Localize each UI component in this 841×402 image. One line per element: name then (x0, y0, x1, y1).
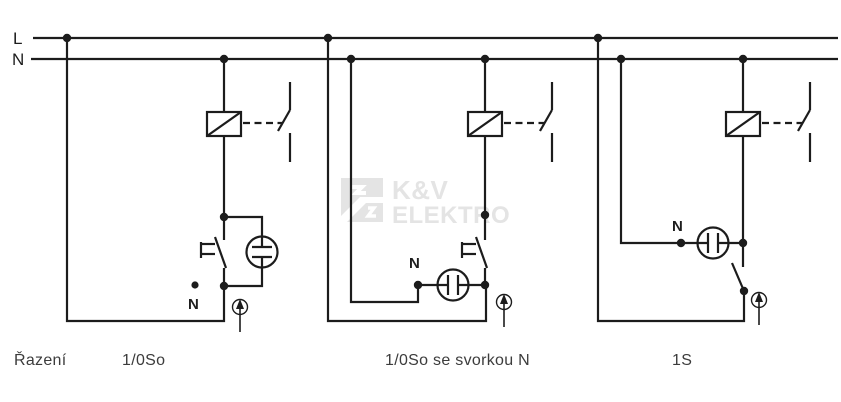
circuit2-code-label: 1/0So se svorkou N (385, 352, 531, 369)
circuit1-code-label: 1/0So (122, 352, 166, 369)
glow-lamp-icon (681, 226, 743, 260)
output-arrow-icon (231, 298, 249, 332)
glow-lamp-icon (224, 215, 279, 288)
relay-coil-icon (466, 110, 504, 138)
watermark-line2: ELEKTRO (392, 202, 511, 229)
watermark-text: K&V ELEKTRO (392, 177, 510, 228)
circuit3-code-label: 1S (672, 352, 693, 369)
live-return-wire (596, 38, 746, 323)
unconnected-neutral-terminal-dot (191, 281, 199, 289)
live-return-wire (326, 38, 488, 323)
glow-lamp-icon (418, 268, 485, 302)
neutral-bus-label: N (12, 50, 25, 69)
output-arrow-icon (495, 293, 513, 327)
circuit3-neutral-terminal-label: N (672, 218, 683, 235)
junction-dots (219, 212, 229, 291)
relay-coil-icon (724, 110, 762, 138)
circuit-2-1-0so-se-svorkou-n (326, 38, 554, 327)
junction-dots (413, 210, 490, 290)
neutral-terminal-wire (619, 59, 681, 245)
circuit2-neutral-terminal-label: N (409, 255, 420, 272)
circuit1-neutral-terminal-label: N (188, 296, 199, 313)
output-arrow-icon (750, 291, 768, 325)
switch-contact-icon (730, 243, 746, 292)
neutral-terminal-wire (349, 59, 420, 304)
watermark: K&V ELEKTRO (338, 177, 510, 228)
live-return-wire (65, 38, 226, 323)
supply-buses (31, 33, 838, 64)
push-button-icon (199, 217, 228, 286)
auxiliary-contact-icon (762, 82, 812, 162)
auxiliary-contact-icon (504, 82, 554, 162)
relay-coil-icon (205, 110, 243, 138)
footer-caption: Řazení (14, 352, 67, 369)
circuit-3-1s (596, 38, 812, 325)
circuit-1-1-0so (65, 38, 292, 332)
junction-dots (676, 238, 749, 296)
watermark-line1: K&V (392, 175, 449, 205)
auxiliary-contact-icon (243, 82, 292, 162)
live-bus-label: L (13, 29, 23, 48)
